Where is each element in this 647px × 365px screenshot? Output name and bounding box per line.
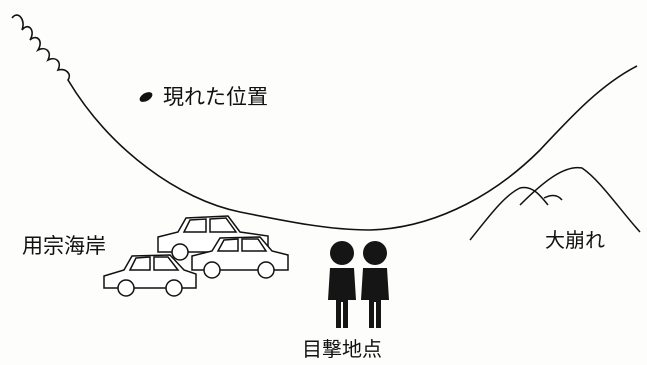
- car-icon: [103, 254, 197, 297]
- label-landslide: 大崩れ: [545, 228, 605, 252]
- label-witness-point: 目撃地点: [302, 337, 382, 361]
- horizon-curve: [11, 14, 638, 231]
- car-icon: [191, 236, 289, 279]
- person-icon: [361, 241, 389, 328]
- mountain-icon: [469, 166, 641, 241]
- label-coast: 用宗海岸: [22, 234, 106, 258]
- person-icon: [328, 241, 356, 328]
- object-dot-icon: [139, 92, 153, 102]
- label-appeared-position: 現れた位置: [163, 85, 268, 109]
